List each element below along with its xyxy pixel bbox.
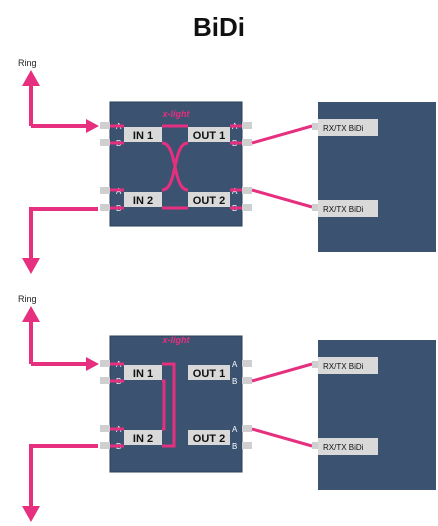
top-device2-label: RX/TX BiDi — [323, 205, 364, 214]
top-in2-box — [124, 192, 162, 207]
bottom-device2-label: RX/TX BiDi — [323, 443, 364, 452]
bottom-in2-box — [124, 430, 162, 445]
bottom-out1-port-a — [242, 360, 252, 367]
bottom-out2-port-b — [242, 442, 252, 449]
bottom-in1-box — [124, 365, 162, 380]
bottom-out1-a-label: A — [232, 360, 238, 369]
bottom-out2-box — [188, 430, 230, 445]
top-internal-fibers — [110, 124, 242, 210]
top-out1-box — [188, 127, 230, 142]
bottom-diagram: Ring x-light A B A B A B A B — [18, 294, 436, 522]
top-device2-port — [312, 204, 318, 211]
bottom-out1-b-label: B — [232, 377, 237, 386]
bottom-out2-label: OUT 2 — [193, 433, 225, 445]
bottom-ring-up-arrow — [22, 306, 40, 322]
top-cable-2 — [251, 188, 313, 209]
top-in2-port-b — [100, 204, 110, 211]
top-out2-port-b — [242, 204, 252, 211]
bottom-ring-label: Ring — [18, 294, 37, 304]
top-out2-label: OUT 2 — [193, 195, 225, 207]
bottom-out2-b-label: B — [232, 442, 237, 451]
top-in1-arrow — [86, 119, 99, 133]
bottom-device2-box — [318, 438, 378, 455]
top-in1-port-b — [100, 139, 110, 146]
bottom-in2-port-a — [100, 425, 110, 432]
bottom-device1-box — [318, 357, 378, 374]
bottom-out2-a-label: A — [232, 425, 238, 434]
bottom-in2-port-b — [100, 442, 110, 449]
bottom-logo: x-light — [162, 335, 191, 345]
top-ring-down-arrow — [22, 258, 40, 274]
bottom-in1-port-a — [100, 360, 110, 367]
bottom-ring-down-line — [29, 444, 98, 508]
top-out2-box — [188, 192, 230, 207]
bottom-out2-port-a — [242, 425, 252, 432]
bottom-out1-box — [188, 365, 230, 380]
top-cable-1 — [251, 124, 313, 145]
diagram-title: BiDi — [193, 12, 245, 42]
bottom-device1-port — [312, 361, 318, 368]
bottom-in1-label: IN 1 — [133, 368, 153, 380]
top-device1-port — [312, 123, 318, 130]
top-in1-port-a — [100, 122, 110, 129]
bottom-out1-label: OUT 1 — [193, 368, 225, 380]
bottom-internal-fibers — [110, 362, 176, 448]
bottom-in1-arrow — [86, 357, 99, 371]
top-ring-label: Ring — [18, 58, 37, 68]
top-ring-up-arrow — [22, 70, 40, 86]
top-ring-down-line — [29, 207, 98, 262]
top-device1-box — [318, 119, 378, 136]
top-out1-port-b — [242, 139, 252, 146]
top-out1-label: OUT 1 — [193, 130, 225, 142]
top-diagram: Ring x-light A B A B A B A B IN 1 IN 2 — [18, 58, 436, 274]
bottom-cable-2 — [251, 427, 313, 448]
top-out2-port-a — [242, 187, 252, 194]
bottom-in2-label: IN 2 — [133, 433, 153, 445]
bottom-device2-port — [312, 442, 318, 449]
bottom-ring-down-arrow — [22, 506, 40, 522]
bottom-out1-port-b — [242, 377, 252, 384]
bottom-device1-label: RX/TX BiDi — [323, 362, 364, 371]
top-in1-label: IN 1 — [133, 130, 153, 142]
bottom-splitter-panel — [109, 335, 243, 473]
top-out1-port-a — [242, 122, 252, 129]
top-logo: x-light — [162, 109, 191, 119]
top-in2-label: IN 2 — [133, 195, 153, 207]
top-in1-box — [124, 127, 162, 142]
top-device1-label: RX/TX BiDi — [323, 124, 364, 133]
bottom-cable-1 — [251, 362, 313, 383]
top-in2-port-a — [100, 187, 110, 194]
bottom-in1-port-b — [100, 377, 110, 384]
top-device2-box — [318, 200, 378, 217]
